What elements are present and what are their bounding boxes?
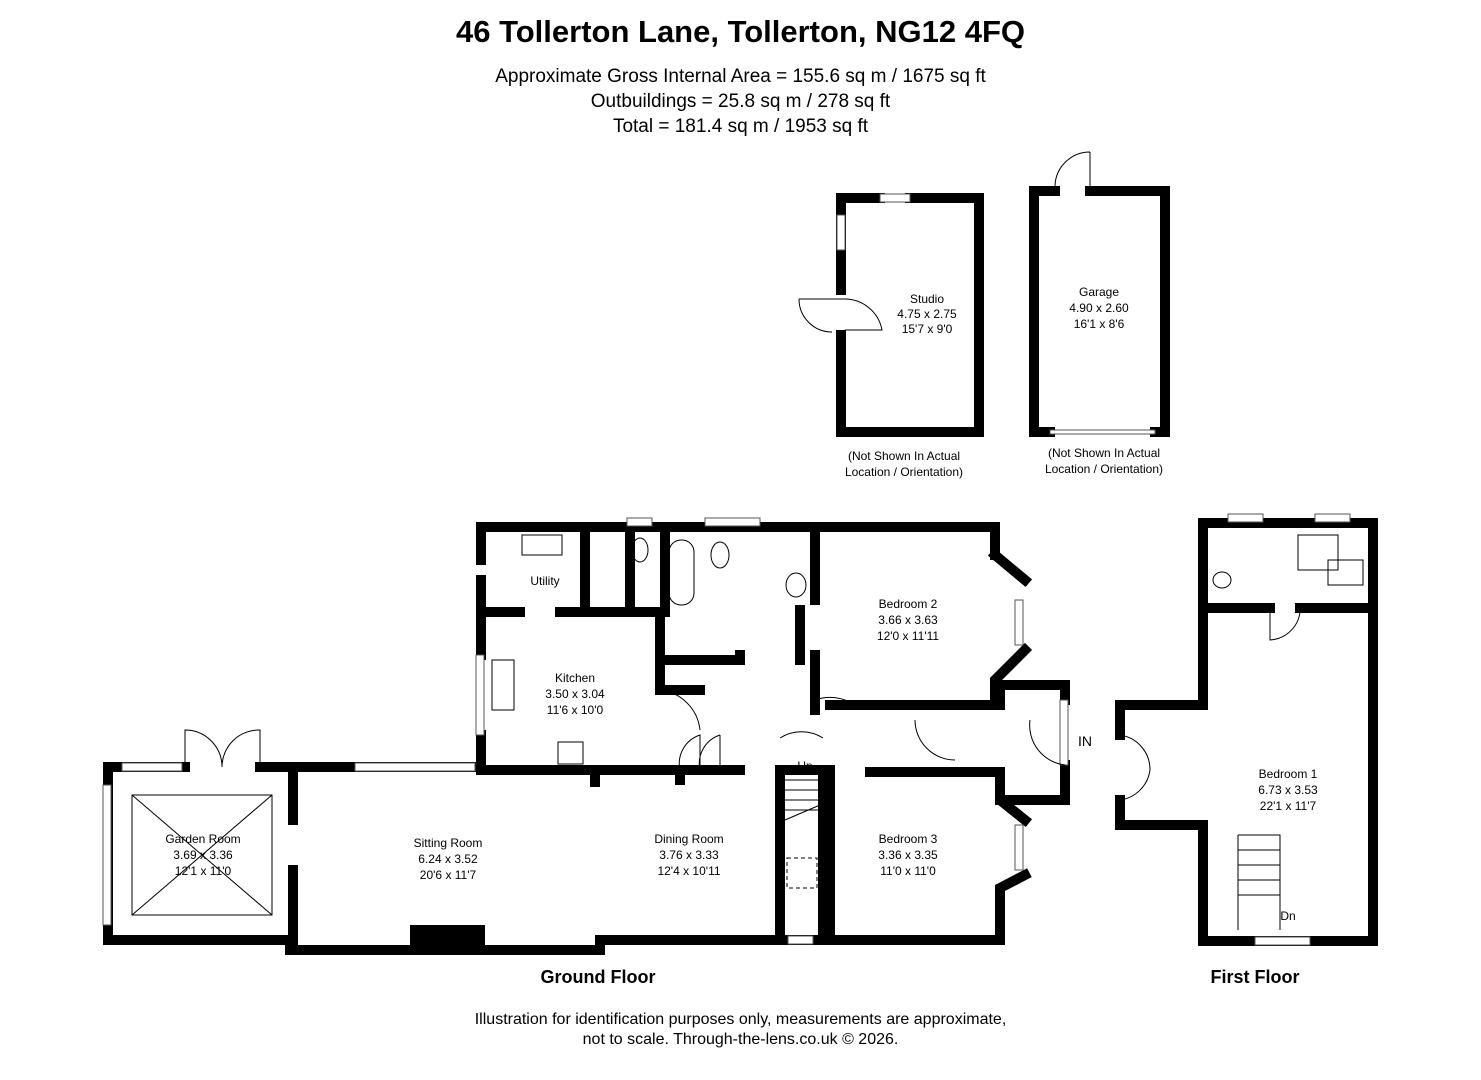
note: (Not Shown In Actual	[848, 449, 960, 463]
room-name: Bedroom 1	[1259, 767, 1318, 781]
page-title: 46 Tollerton Lane, Tollerton, NG12 4FQ	[456, 14, 1025, 49]
room-imperial: 12'0 x 11'11	[877, 629, 940, 643]
room-metric: 3.69 x 3.36	[173, 848, 233, 862]
room-imperial: 11'6 x 10'0	[547, 703, 604, 717]
room-name: Studio	[910, 292, 944, 306]
room-name: Kitchen	[555, 671, 595, 685]
room-metric: 3.76 x 3.33	[659, 848, 719, 862]
entrance-label: IN	[1078, 733, 1092, 749]
room-metric: 6.24 x 3.52	[418, 852, 478, 866]
room-name: Dining Room	[654, 832, 723, 846]
window	[879, 193, 911, 203]
room-imperial: 12'4 x 10'11	[657, 864, 720, 878]
room-imperial: 22'1 x 11'7	[1260, 799, 1317, 813]
room-name: Garden Room	[165, 832, 240, 846]
room-garden-room: Garden Room 3.69 x 3.36 12'1 x 11'0	[165, 832, 240, 878]
room-name: Garage	[1079, 285, 1119, 299]
room-name: Sitting Room	[414, 836, 483, 850]
room-metric: 3.66 x 3.63	[878, 613, 938, 627]
room-dining-room: Dining Room 3.76 x 3.33 12'4 x 10'11	[654, 832, 723, 878]
studio-plan: Studio 4.75 x 2.75 15'7 x 9'0 (Not Shown…	[798, 193, 984, 479]
stairs-label: Dn	[1280, 909, 1295, 923]
room-metric: 3.50 x 3.04	[545, 687, 605, 701]
room-metric: 6.73 x 3.53	[1258, 783, 1318, 797]
total-area: Total = 181.4 sq m / 1953 sq ft	[612, 116, 869, 137]
first-floor-plan: Dn Bedroom 1 6.73 x 3.53 22'1 x 11'7 Fir…	[1115, 513, 1378, 987]
outbuildings-area: Outbuildings = 25.8 sq m / 278 sq ft	[590, 91, 891, 112]
room-sitting-room: Sitting Room 6.24 x 3.52 20'6 x 11'7	[414, 836, 483, 882]
disclaimer-line: not to scale. Through-the-lens.co.uk © 2…	[582, 1031, 899, 1048]
disclaimer: Illustration for identification purposes…	[0, 1010, 1481, 1050]
room-imperial: 15'7 x 9'0	[902, 322, 953, 336]
room-kitchen: Kitchen 3.50 x 3.04 11'6 x 10'0	[545, 671, 605, 717]
stairs-label: Up	[797, 759, 813, 773]
window	[836, 214, 846, 251]
room-name: Utility	[530, 574, 559, 588]
room-metric: 3.36 x 3.35	[878, 848, 938, 862]
gross-internal-area: Approximate Gross Internal Area = 155.6 …	[495, 66, 986, 87]
garage-plan: Garage 4.90 x 2.60 16'1 x 8'6 (Not Shown…	[1029, 151, 1170, 476]
room-imperial: 11'0 x 11'0	[880, 864, 936, 878]
door	[1054, 151, 1091, 187]
room-bedroom-2: Bedroom 2 3.66 x 3.63 12'0 x 11'11	[877, 597, 940, 643]
note: Location / Orientation)	[845, 465, 963, 479]
floor-label: First Floor	[1211, 967, 1300, 987]
ground-floor-plan: Up IN Utility Kitchen 3.50 x 3.04 11'6 x…	[102, 517, 1151, 987]
room-imperial: 12'1 x 11'0	[175, 864, 232, 878]
door	[799, 298, 883, 331]
room-imperial: 20'6 x 11'7	[420, 868, 477, 882]
room-name: Bedroom 3	[879, 832, 938, 846]
room-metric: 4.75 x 2.75	[897, 307, 957, 321]
room-metric: 4.90 x 2.60	[1069, 301, 1129, 315]
room-bedroom-1: Bedroom 1 6.73 x 3.53 22'1 x 11'7	[1258, 767, 1318, 813]
room-name: Bedroom 2	[879, 597, 938, 611]
note: (Not Shown In Actual	[1048, 446, 1160, 460]
room-imperial: 16'1 x 8'6	[1074, 317, 1125, 331]
note: Location / Orientation)	[1045, 462, 1163, 476]
room-bedroom-3: Bedroom 3 3.36 x 3.35 11'0 x 11'0	[878, 832, 938, 878]
floor-label: Ground Floor	[541, 967, 656, 987]
disclaimer-line: Illustration for identification purposes…	[474, 1011, 1007, 1028]
